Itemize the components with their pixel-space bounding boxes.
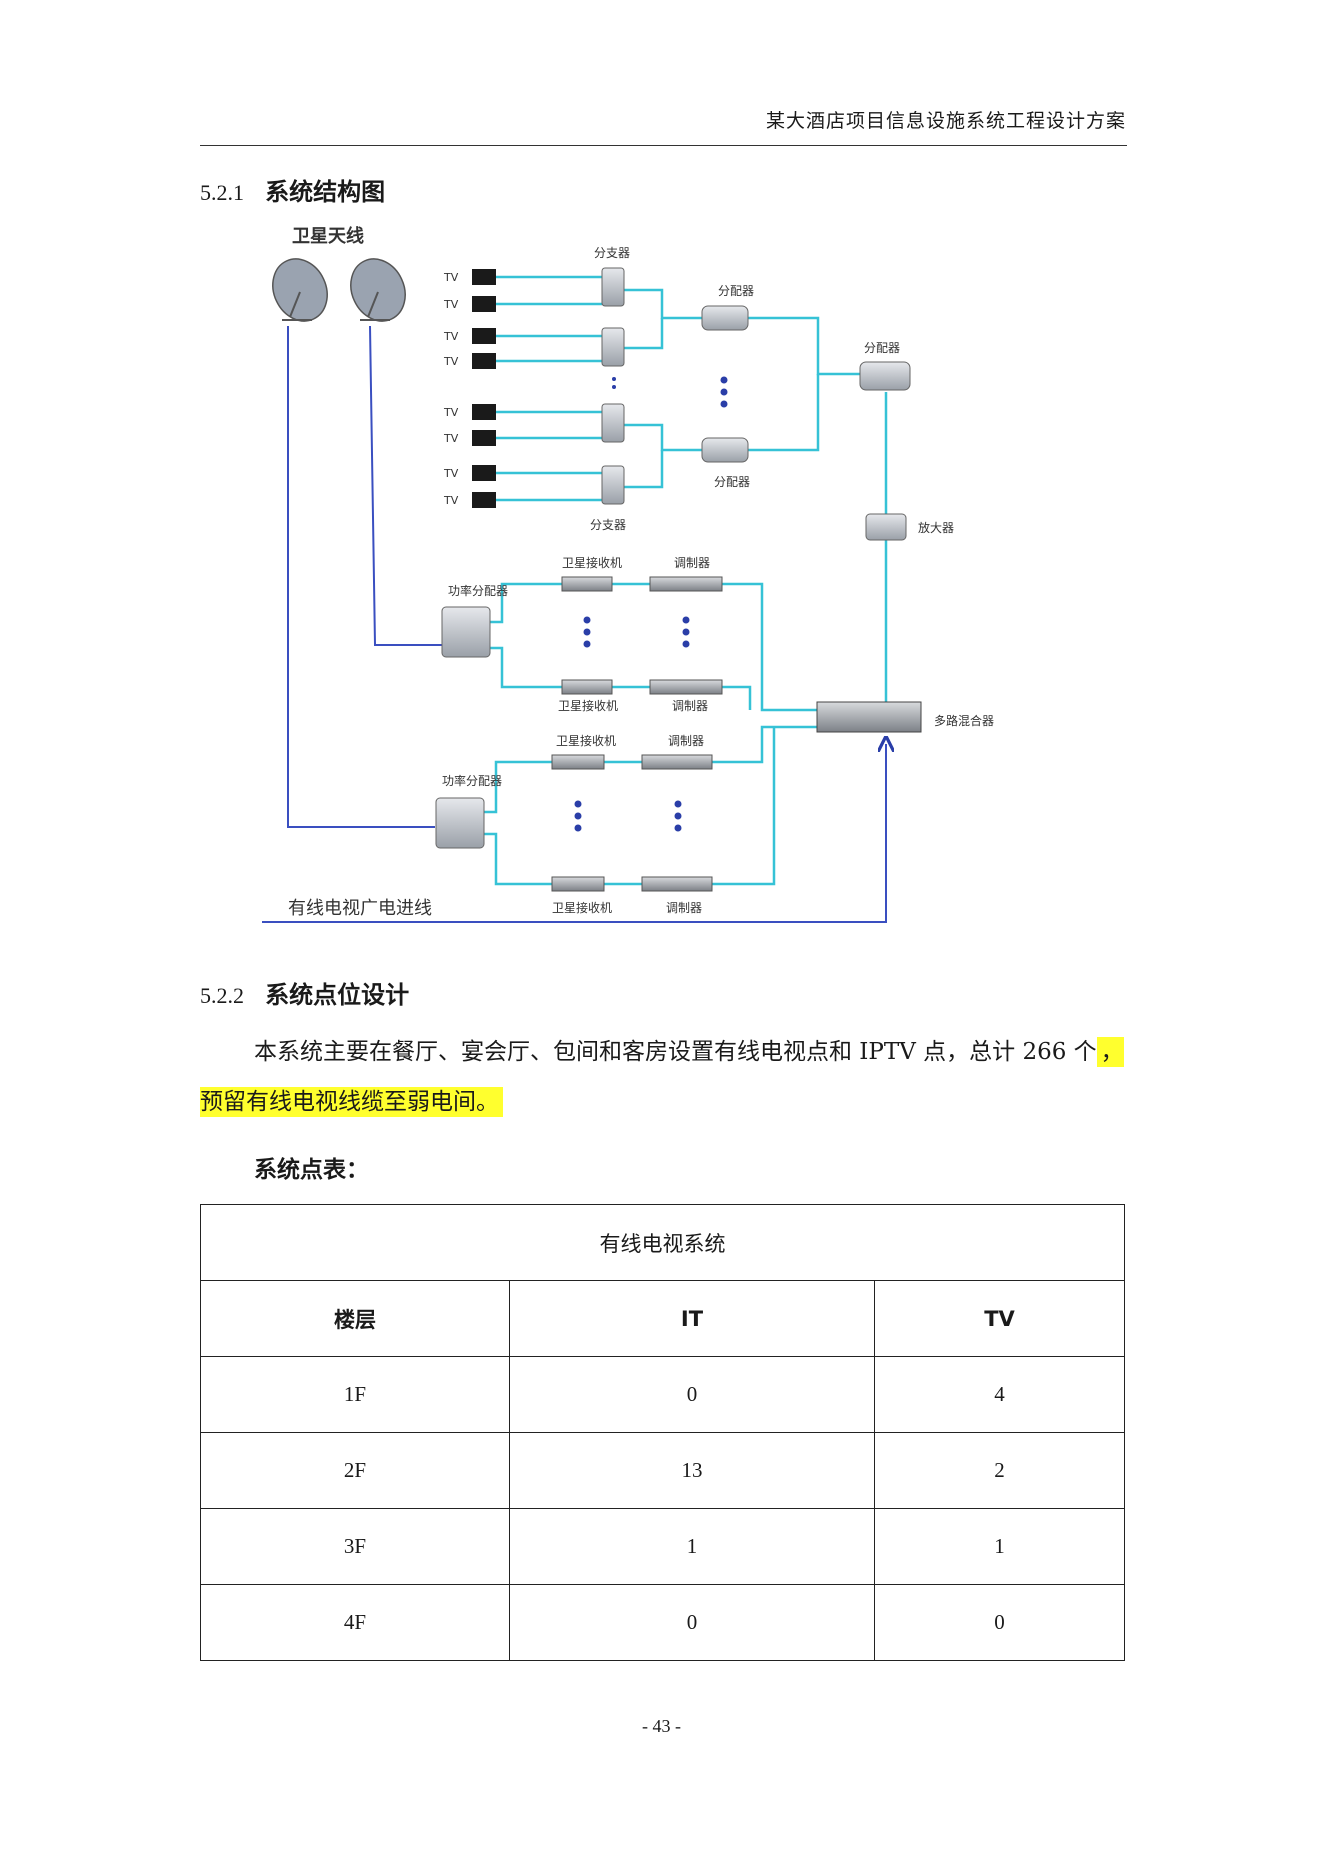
column-header: 楼层 [200,1280,510,1357]
multiplexer-mixer-icon [816,701,922,733]
splitter-icon [601,267,625,307]
amplifier-label: 放大器 [918,520,954,535]
distributor-b-label: 分配器 [714,475,750,489]
section-heading-1: 5.2.1 系统结构图 [200,172,385,207]
section-number: 5.2.2 [200,983,244,1008]
svg-text:TV: TV [443,298,459,311]
table-title: 系统点表： [254,1157,369,1183]
section-title: 系统结构图 [265,178,386,206]
svg-text:TV: TV [443,355,459,368]
tv-icon [472,269,496,285]
svg-text:TV: TV [443,330,459,343]
splitter-icon [601,403,625,443]
modulator-1-label: 调制器 [674,556,710,570]
table-cell: 1 [874,1508,1125,1585]
receiver-1-label: 卫星接收机 [562,555,622,570]
distributor-icon [701,437,749,463]
receiver-2-label: 卫星接收机 [558,698,618,713]
satellite-antenna-label: 卫星天线 [292,225,364,247]
receiver-3-label: 卫星接收机 [556,733,616,748]
modulator-4-label: 调制器 [666,901,702,915]
distributor-icon [859,361,911,391]
splitter-icon [601,465,625,505]
splitter-bottom-label: 分支器 [590,518,626,532]
column-header: IT [509,1280,875,1357]
distributor-icon [701,305,749,331]
modulator-icon [641,754,713,770]
satellite-dish-icon [272,258,328,322]
body-paragraph: 本系统主要在餐厅、宴会厅、包间和客房设置有线电视点和 IPTV 点，总计 266… [200,1027,1125,1127]
table-row: 3F 1 1 [200,1508,1125,1585]
satellite-receiver-icon [551,876,605,892]
points-table: 有线电视系统 楼层 IT TV 1F 0 4 2F 13 2 3F 1 1 4F… [200,1204,1125,1661]
power-splitter-1-label: 功率分配器 [448,583,508,598]
satellite-receiver-icon [561,679,613,695]
distributor-a-label: 分配器 [718,284,754,298]
table-header-row: 楼层 IT TV [200,1280,1125,1357]
table-cell: 3F [200,1508,510,1585]
section-heading-2: 5.2.2 系统点位设计 [200,975,409,1010]
splitter-icon [601,327,625,367]
receiver-4-label: 卫星接收机 [552,900,612,915]
table-row: 4F 0 0 [200,1584,1125,1661]
power-splitter-icon [435,797,485,849]
table-cell: 1F [200,1356,510,1433]
tv-icon [472,404,496,420]
svg-text:TV: TV [443,406,459,419]
table-cell: 1 [509,1508,875,1585]
satellite-receiver-icon [551,754,605,770]
column-header: TV [874,1280,1125,1357]
table-cell: 2F [200,1432,510,1509]
header-rule [200,145,1127,146]
modulator-3-label: 调制器 [668,734,704,748]
tv-icon [472,430,496,446]
cable-in-label: 有线电视广电进线 [288,898,432,919]
distributor-main-label: 分配器 [864,341,900,355]
table-row: 1F 0 4 [200,1356,1125,1433]
svg-text:TV: TV [443,271,459,284]
tv-icon [472,353,496,369]
page-number: - 43 - [642,1716,681,1736]
splitter-top-label: 分支器 [594,246,630,260]
running-header: 某大酒店项目信息设施系统工程设计方案 [765,110,1126,132]
modulator-2-label: 调制器 [672,699,708,713]
mixer-label: 多路混合器 [934,713,994,728]
tv-icon [472,296,496,312]
tv-icon [472,328,496,344]
satellite-dish-icon [350,258,406,322]
table-caption-row: 有线电视系统 [200,1204,1125,1281]
table-cell: 13 [509,1432,875,1509]
table-cell: 0 [509,1584,875,1661]
modulator-icon [649,679,723,695]
table-cell: 2 [874,1432,1125,1509]
table-cell: 4F [200,1584,510,1661]
satellite-receiver-icon [561,576,613,592]
system-structure-diagram: 卫星天线 TV TV TV TV TV TV TV TV [262,225,994,923]
svg-text:TV: TV [443,467,459,480]
tv-column: TV TV TV TV TV TV TV TV [443,269,496,508]
paragraph-text: 本系统主要在餐厅、宴会厅、包间和客房设置有线电视点和 IPTV 点，总计 266… [254,1039,1097,1065]
section-title: 系统点位设计 [265,981,410,1009]
power-splitter-icon [441,606,491,658]
tv-icon [472,465,496,481]
table-cell: 0 [509,1356,875,1433]
section-number: 5.2.1 [200,180,244,205]
modulator-icon [641,876,713,892]
tv-icon [472,492,496,508]
power-splitter-2-label: 功率分配器 [442,773,502,788]
table-cell: 4 [874,1356,1125,1433]
table-row: 2F 13 2 [200,1432,1125,1509]
svg-text:TV: TV [443,494,459,507]
svg-text:TV: TV [443,432,459,445]
table-cell: 0 [874,1584,1125,1661]
table-caption: 有线电视系统 [200,1204,1125,1281]
modulator-icon [649,576,723,592]
amplifier-icon [865,513,907,541]
